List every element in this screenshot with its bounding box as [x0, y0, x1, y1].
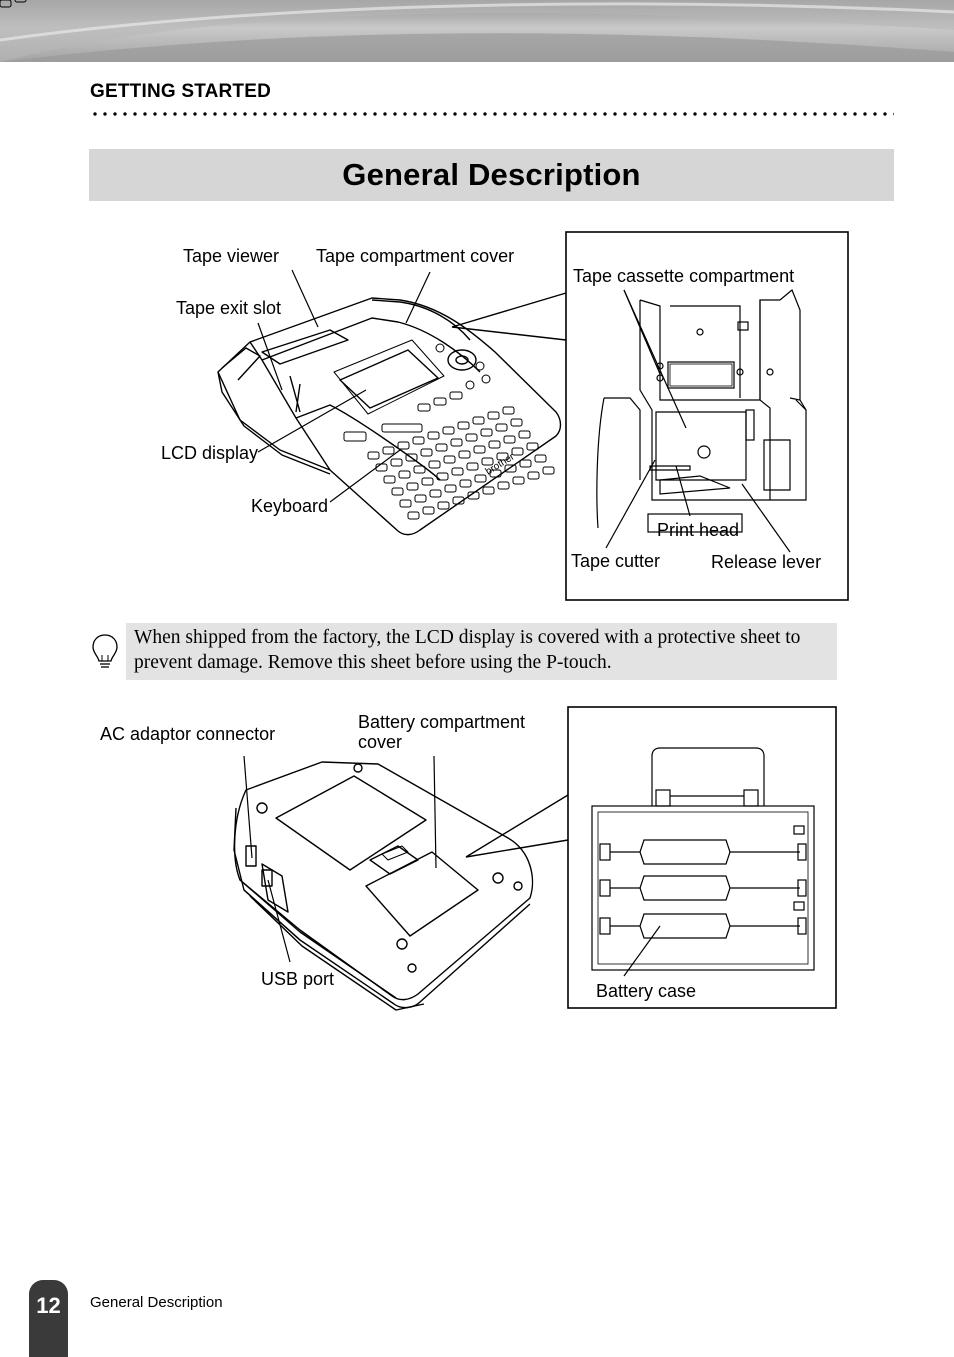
label-battery-compartment-cover: Battery compartment cover [358, 712, 526, 752]
label-tape-exit-slot: Tape exit slot [176, 298, 282, 318]
label-tape-cutter: Tape cutter [571, 551, 661, 571]
footer-section-title: General Description [90, 1294, 223, 1311]
label-tape-viewer: Tape viewer [183, 246, 280, 266]
note-box: When shipped from the factory, the LCD d… [126, 623, 837, 680]
page-number: 12 [36, 1293, 61, 1318]
printer-top-illustration: brother [0, 0, 849, 601]
label-lcd-display: LCD display [161, 443, 259, 463]
label-release-lever: Release lever [711, 552, 822, 572]
label-keyboard: Keyboard [251, 496, 329, 516]
page-number-tab: 12 [29, 1280, 68, 1357]
lightbulb-icon [92, 634, 118, 668]
page-title-box: General Description [89, 149, 894, 201]
label-tape-cassette-compartment: Tape cassette compartment [573, 266, 795, 286]
page-title: General Description [342, 157, 641, 192]
section-label: GETTING STARTED [90, 81, 272, 102]
dotted-divider [90, 111, 894, 117]
label-battery-case: Battery case [596, 981, 697, 1001]
label-usb-port: USB port [261, 969, 335, 989]
label-tape-compartment-cover: Tape compartment cover [316, 246, 515, 266]
label-ac-adaptor-connector: AC adaptor connector [100, 724, 276, 744]
label-print-head: Print head [657, 520, 740, 540]
brand-logo: brother [484, 451, 517, 477]
header-band [0, 0, 954, 62]
